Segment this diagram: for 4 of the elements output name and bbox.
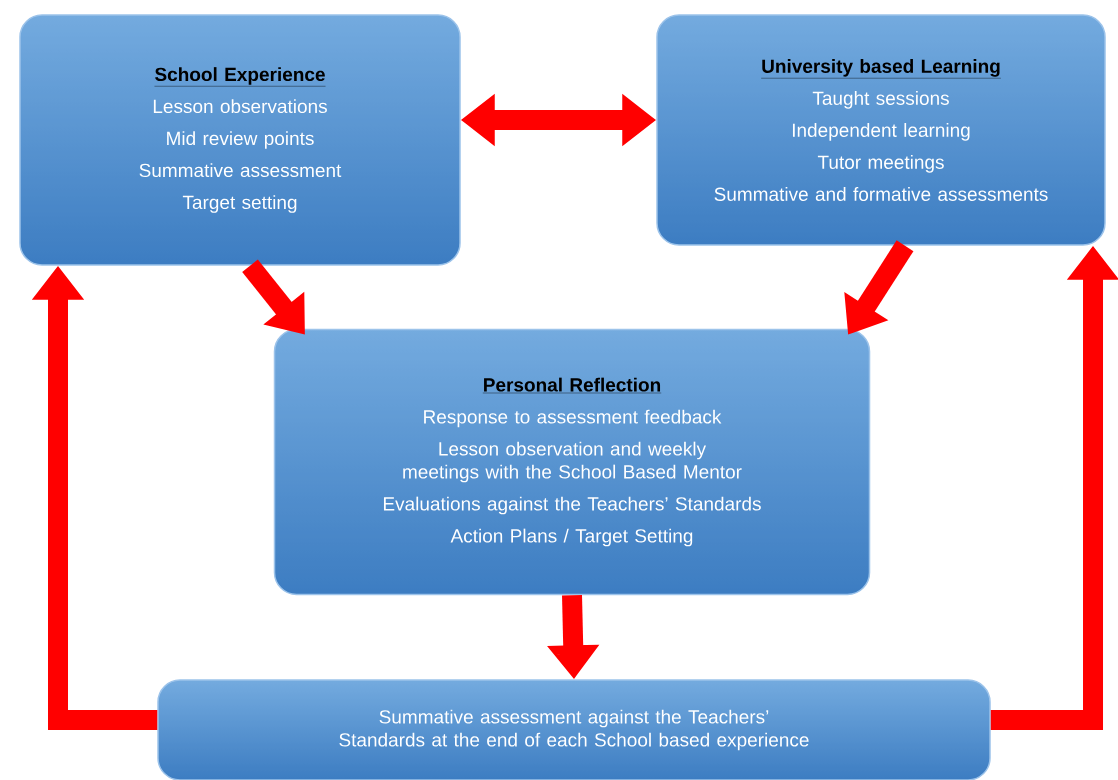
process-box: School Experience Lesson observations Mid review points Summative assessment Target setting: [19, 14, 461, 266]
process-box: Personal Reflection Response to assessment feedback Lesson observation and weekly meetings with the School Based Mentor Evaluations against the Teachers’ Standards Action Plans / Target Setting: [273, 328, 871, 596]
process-box: University based Learning Taught sessions Independent learning Tutor meetings Summative and formative assessments: [656, 14, 1106, 246]
process-box: Summative assessment against the Teachers’ Standards at the end of each School based experience: [157, 679, 991, 780]
